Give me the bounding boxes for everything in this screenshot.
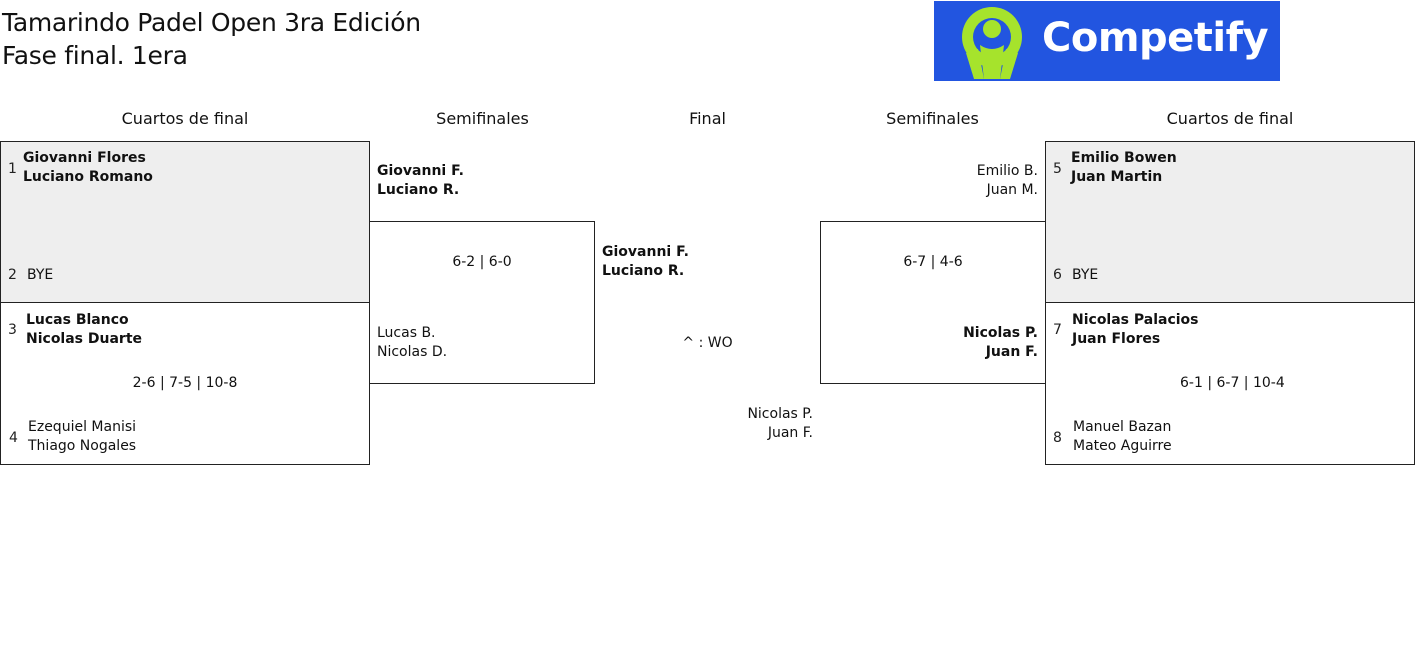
qf-left-match-1: 1 Giovanni Flores Luciano Romano 2 BYE — [0, 141, 370, 303]
final-team-b-player: Juan F. — [767, 425, 813, 441]
column-header-sf-left: Semifinales — [436, 109, 529, 128]
final-team-b-player: Nicolas P. — [747, 406, 813, 422]
column-header-qf-left: Cuartos de final — [121, 109, 249, 128]
player-name: Nicolas P. — [963, 325, 1038, 341]
final-score: ^ : WO — [682, 335, 733, 351]
player-name: Lucas Blanco — [26, 312, 129, 328]
sf-left-match: 6-2 | 6-0 Lucas B. Nicolas D. — [369, 221, 595, 384]
match-score: 6-7 | 4-6 — [903, 254, 963, 270]
sf-left-team-a-player: Giovanni F. — [377, 163, 464, 179]
final-team-a-player: Giovanni F. — [602, 244, 689, 260]
seed-number: 5 — [1053, 161, 1062, 177]
seed-number: 1 — [8, 161, 17, 177]
page-title: Tamarindo Padel Open 3ra Edición — [2, 8, 421, 37]
sf-right-match: 6-7 | 4-6 Nicolas P. Juan F. — [820, 221, 1046, 384]
qf-right-match-2: 7 Nicolas Palacios Juan Flores 6-1 | 6-7… — [1045, 302, 1415, 465]
player-name: Juan F. — [985, 344, 1038, 360]
person-logo-icon — [962, 7, 1022, 79]
sf-right-team-a-player: Juan M. — [986, 182, 1038, 198]
player-name: Thiago Nogales — [28, 438, 137, 454]
competify-logo: Competify — [934, 1, 1280, 81]
match-score: 6-2 | 6-0 — [452, 254, 512, 270]
seed-number: 4 — [9, 430, 18, 446]
player-name: Nicolas Palacios — [1072, 312, 1199, 328]
player-name: Giovanni Flores — [23, 150, 146, 166]
player-name: Nicolas D. — [377, 344, 448, 360]
column-header-final: Final — [689, 109, 726, 128]
column-header-qf-right: Cuartos de final — [1166, 109, 1294, 128]
seed-number: 7 — [1053, 322, 1062, 338]
player-name: Emilio Bowen — [1071, 150, 1177, 166]
bye-label: BYE — [1072, 267, 1099, 283]
seed-number: 8 — [1053, 430, 1062, 446]
seed-number: 3 — [8, 322, 17, 338]
seed-number: 6 — [1053, 267, 1062, 283]
column-header-sf-right: Semifinales — [886, 109, 979, 128]
qf-left-match-2: 3 Lucas Blanco Nicolas Duarte 2-6 | 7-5 … — [0, 302, 370, 465]
page-subtitle: Fase final. 1era — [2, 41, 188, 70]
player-name: Mateo Aguirre — [1073, 438, 1172, 454]
sf-left-team-a-player: Luciano R. — [377, 182, 460, 198]
qf-right-clip: 5 Emilio Bowen Juan Martin 6 BYE 7 Nicol… — [1045, 141, 1415, 471]
player-name: Manuel Bazan — [1073, 419, 1172, 435]
final-team-a-player: Luciano R. — [602, 263, 685, 279]
player-name: Luciano Romano — [23, 169, 153, 185]
player-name: Juan Flores — [1072, 331, 1161, 347]
player-name: Nicolas Duarte — [26, 331, 143, 347]
match-score: 6-1 | 6-7 | 10-4 — [1180, 375, 1285, 391]
player-name: Ezequiel Manisi — [28, 419, 137, 435]
player-name: Lucas B. — [377, 325, 436, 341]
logo-text: Competify — [1042, 15, 1269, 61]
qf-right-match-1: 5 Emilio Bowen Juan Martin 6 BYE — [1045, 141, 1415, 303]
sf-right-team-a-player: Emilio B. — [976, 163, 1038, 179]
match-score: 2-6 | 7-5 | 10-8 — [132, 375, 238, 391]
bye-label: BYE — [27, 267, 54, 283]
player-name: Juan Martin — [1071, 169, 1163, 185]
seed-number: 2 — [8, 267, 17, 283]
